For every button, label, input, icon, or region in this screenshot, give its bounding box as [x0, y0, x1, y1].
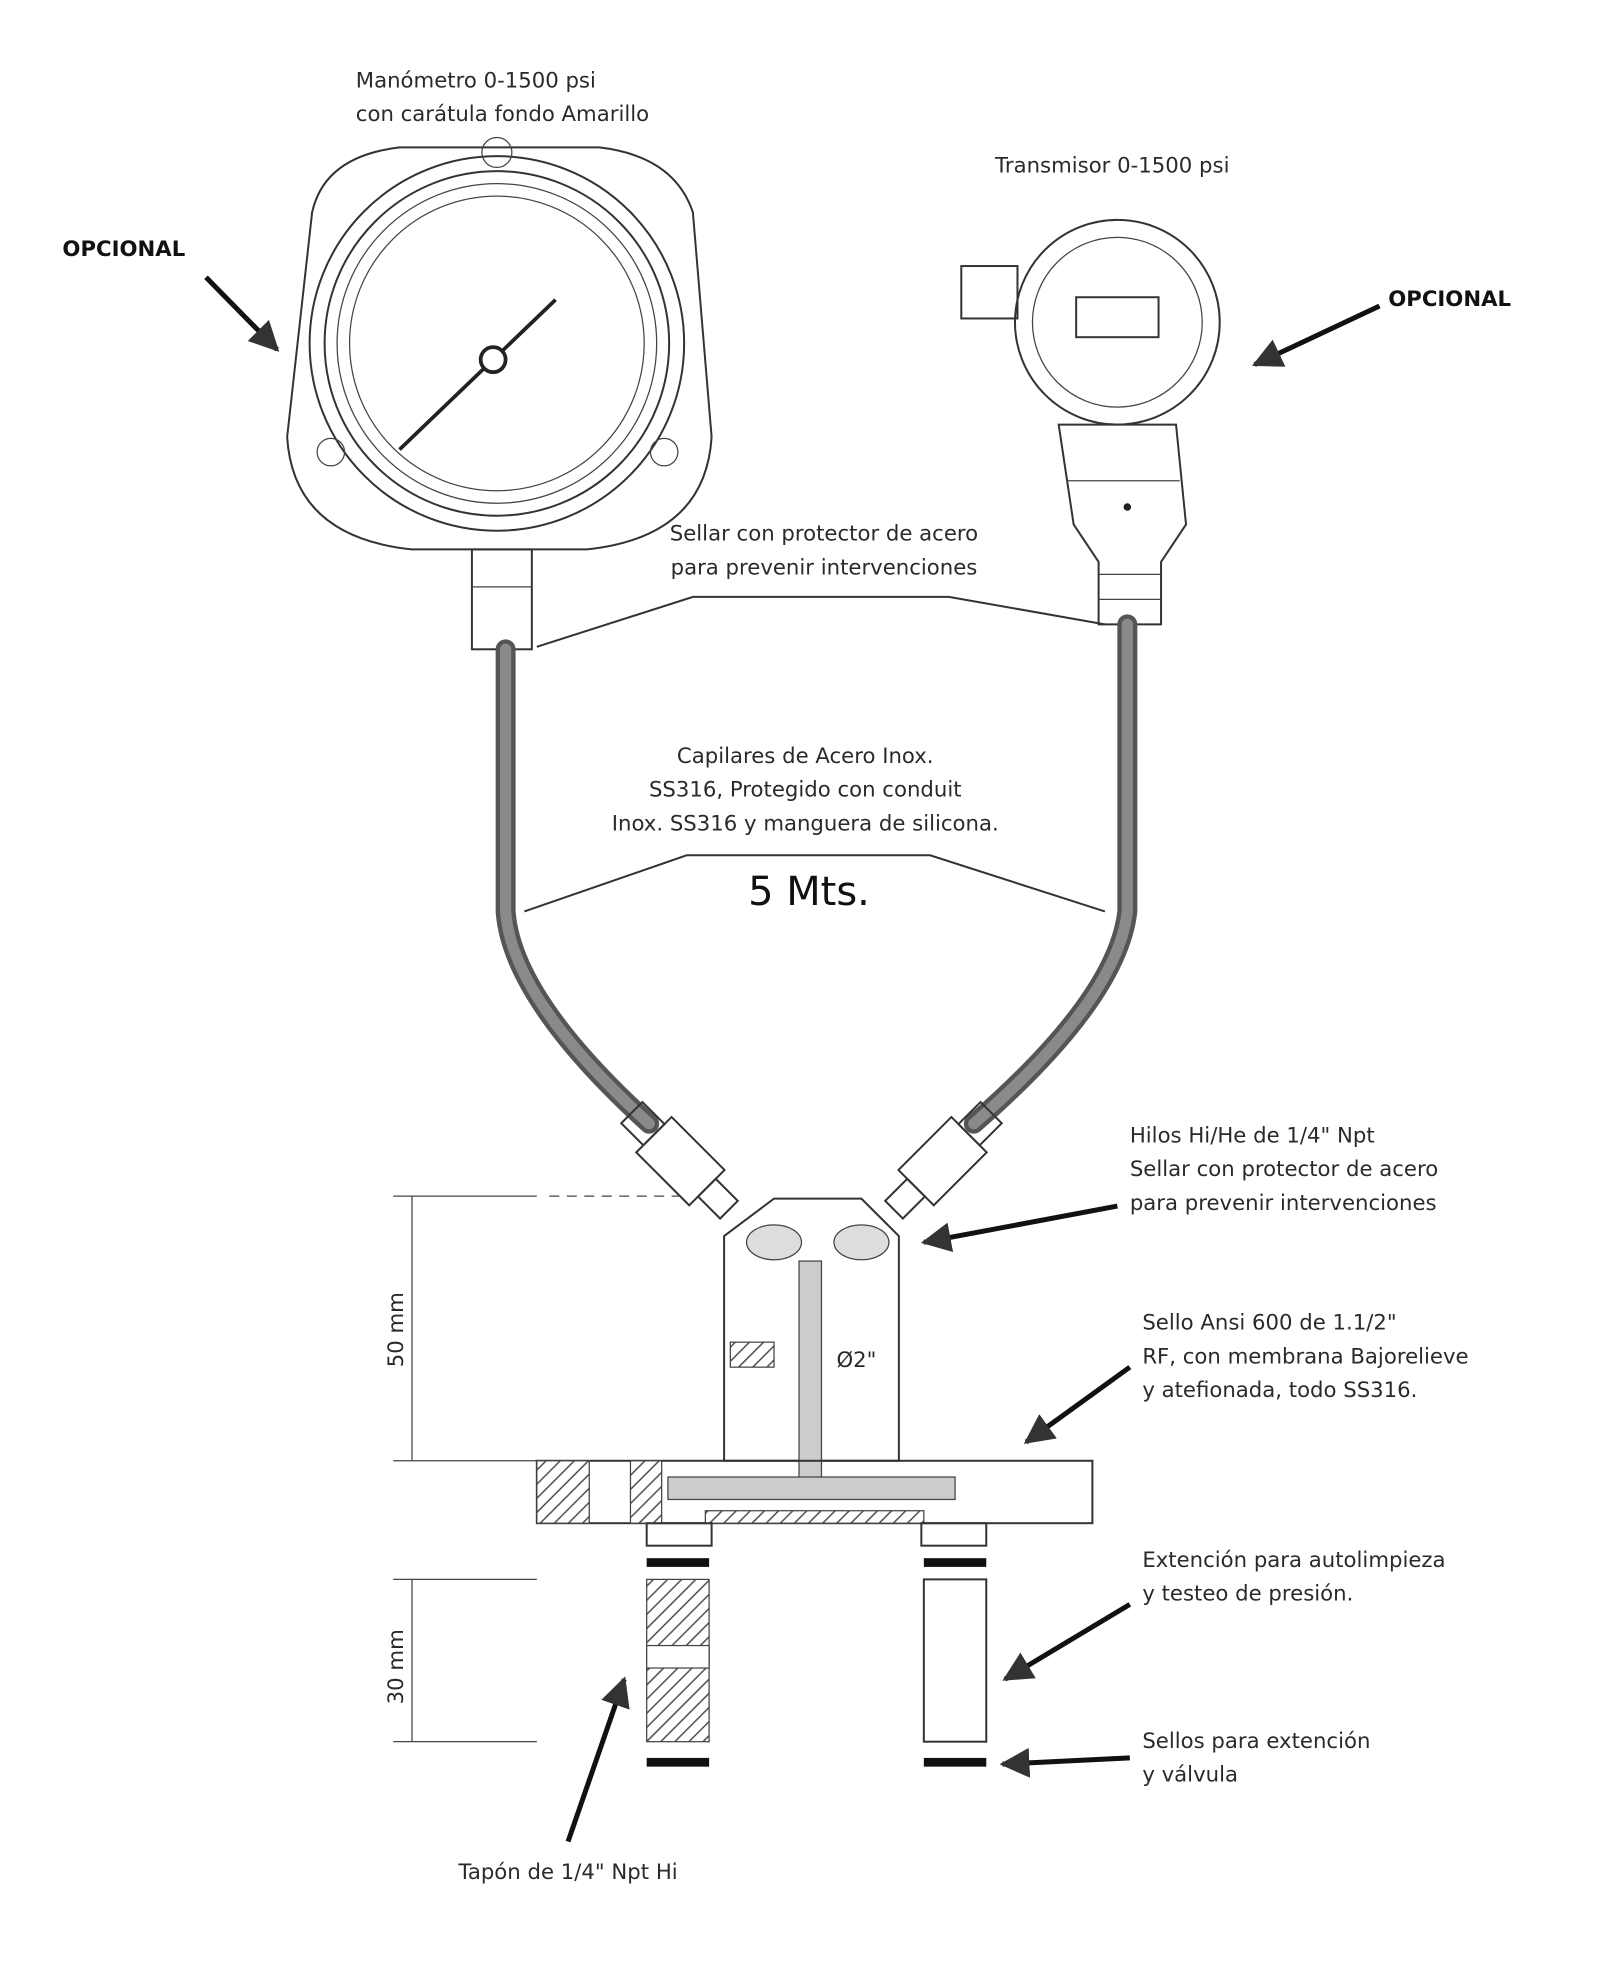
transmitter-label: Transmisor 0-1500 psi [994, 153, 1229, 178]
dimension-lines [393, 1195, 681, 1743]
threads-line1: Hilos Hi/He de 1/4" Npt [1130, 1123, 1375, 1148]
ansi-seal-line3: y atefionada, todo SS316. [1142, 1378, 1417, 1403]
extension-tube [922, 1578, 988, 1743]
threads-line3: para prevenir intervenciones [1130, 1191, 1437, 1216]
ext-seals-line1: Sellos para extención [1142, 1729, 1370, 1754]
extension-line2: y testeo de presión. [1142, 1582, 1353, 1607]
ext-seals-line2: y válvula [1142, 1763, 1238, 1788]
ansi-seal-line1: Sello Ansi 600 de 1.1/2" [1142, 1311, 1396, 1336]
gauge-needle [398, 298, 557, 451]
capillary-length: 5 Mts. [748, 869, 870, 915]
dimension-30mm: 30 mm [384, 1629, 409, 1704]
fitting-right [883, 1100, 1004, 1220]
ansi-seal-line2: RF, con membrana Bajorelieve [1142, 1344, 1468, 1369]
pressure-gauge [286, 136, 713, 651]
threads-line2: Sellar con protector de acero [1130, 1157, 1438, 1182]
extension-line1: Extención para autolimpieza [1142, 1548, 1445, 1573]
seal-ring [646, 1558, 710, 1567]
gauge-sublabel: con carátula fondo Amarillo [356, 102, 649, 127]
dimension-50mm: 50 mm [384, 1292, 409, 1367]
gauge-label: Manómetro 0-1500 psi [356, 69, 596, 94]
capillary-line3: Inox. SS316 y manguera de silicona. [612, 811, 999, 836]
seal-ring [646, 1757, 710, 1767]
diaphragm-seal [535, 1197, 1094, 1547]
diameter-label: Ø2" [836, 1348, 876, 1373]
plug-label: Tapón de 1/4" Npt Hi [457, 1860, 677, 1885]
optional-label-gauge: OPCIONAL [62, 237, 185, 262]
seal-ring [923, 1757, 987, 1767]
seal-ring [923, 1558, 987, 1567]
pressure-transmitter [960, 218, 1221, 626]
capillary-line2: SS316, Protegido con conduit [649, 778, 962, 803]
callout-arrows [204, 275, 1381, 1843]
fitting-left [619, 1100, 740, 1220]
seal-note-line1: Sellar con protector de acero [670, 522, 978, 547]
seal-note-line2: para prevenir intervenciones [671, 555, 978, 580]
optional-label-transmitter: OPCIONAL [1388, 287, 1511, 312]
capillary-line1: Capilares de Acero Inox. [677, 744, 934, 769]
